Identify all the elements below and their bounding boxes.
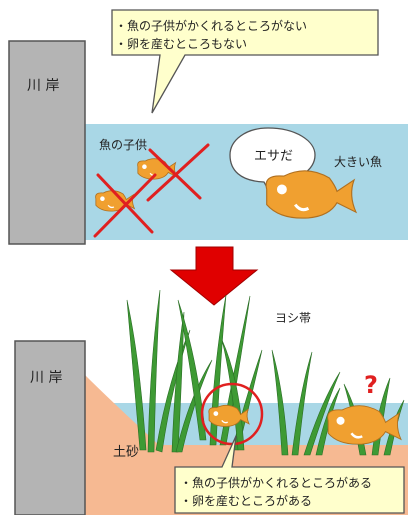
- callout-bottom-line-1: ・魚の子供がかくれるところがある: [180, 475, 372, 490]
- callout-bottom: ・魚の子供がかくれるところがある ・卵を産むところがある: [174, 435, 405, 514]
- after-scene: 川 岸 土砂 ヨシ帯 ? ・魚の子: [14, 289, 408, 515]
- reeds-label: ヨシ帯: [275, 311, 311, 325]
- riverbank-label-bottom: 川 岸: [30, 370, 62, 386]
- riverbank-label-top: 川 岸: [27, 78, 59, 94]
- x-mark-icon: [146, 143, 210, 202]
- riverbank-wall-bottom: [14, 340, 86, 515]
- question-mark: ?: [364, 371, 378, 399]
- speech-text: エサだ: [254, 149, 293, 164]
- riverbank-wall-top: [8, 40, 86, 245]
- down-arrow-icon: [169, 246, 259, 306]
- soil-label: 土砂: [113, 445, 139, 460]
- small-fish-label: 魚の子供: [99, 138, 147, 152]
- callout-top: ・魚の子供がかくれるところがない ・卵を産むところもない: [111, 9, 379, 114]
- big-fish-label: 大きい魚: [334, 155, 382, 169]
- reed-grass-icon: [126, 289, 405, 456]
- callout-top-line-1: ・魚の子供がかくれるところがない: [115, 18, 307, 33]
- callout-top-line-2: ・卵を産むところもない: [115, 36, 247, 51]
- before-scene: 川 岸 ・魚の子供がかくれるところがない ・卵を産むところもない 魚の子供 エサ…: [8, 9, 408, 245]
- x-mark-icon: [93, 173, 157, 238]
- callout-bottom-line-2: ・卵を産むところがある: [180, 493, 312, 508]
